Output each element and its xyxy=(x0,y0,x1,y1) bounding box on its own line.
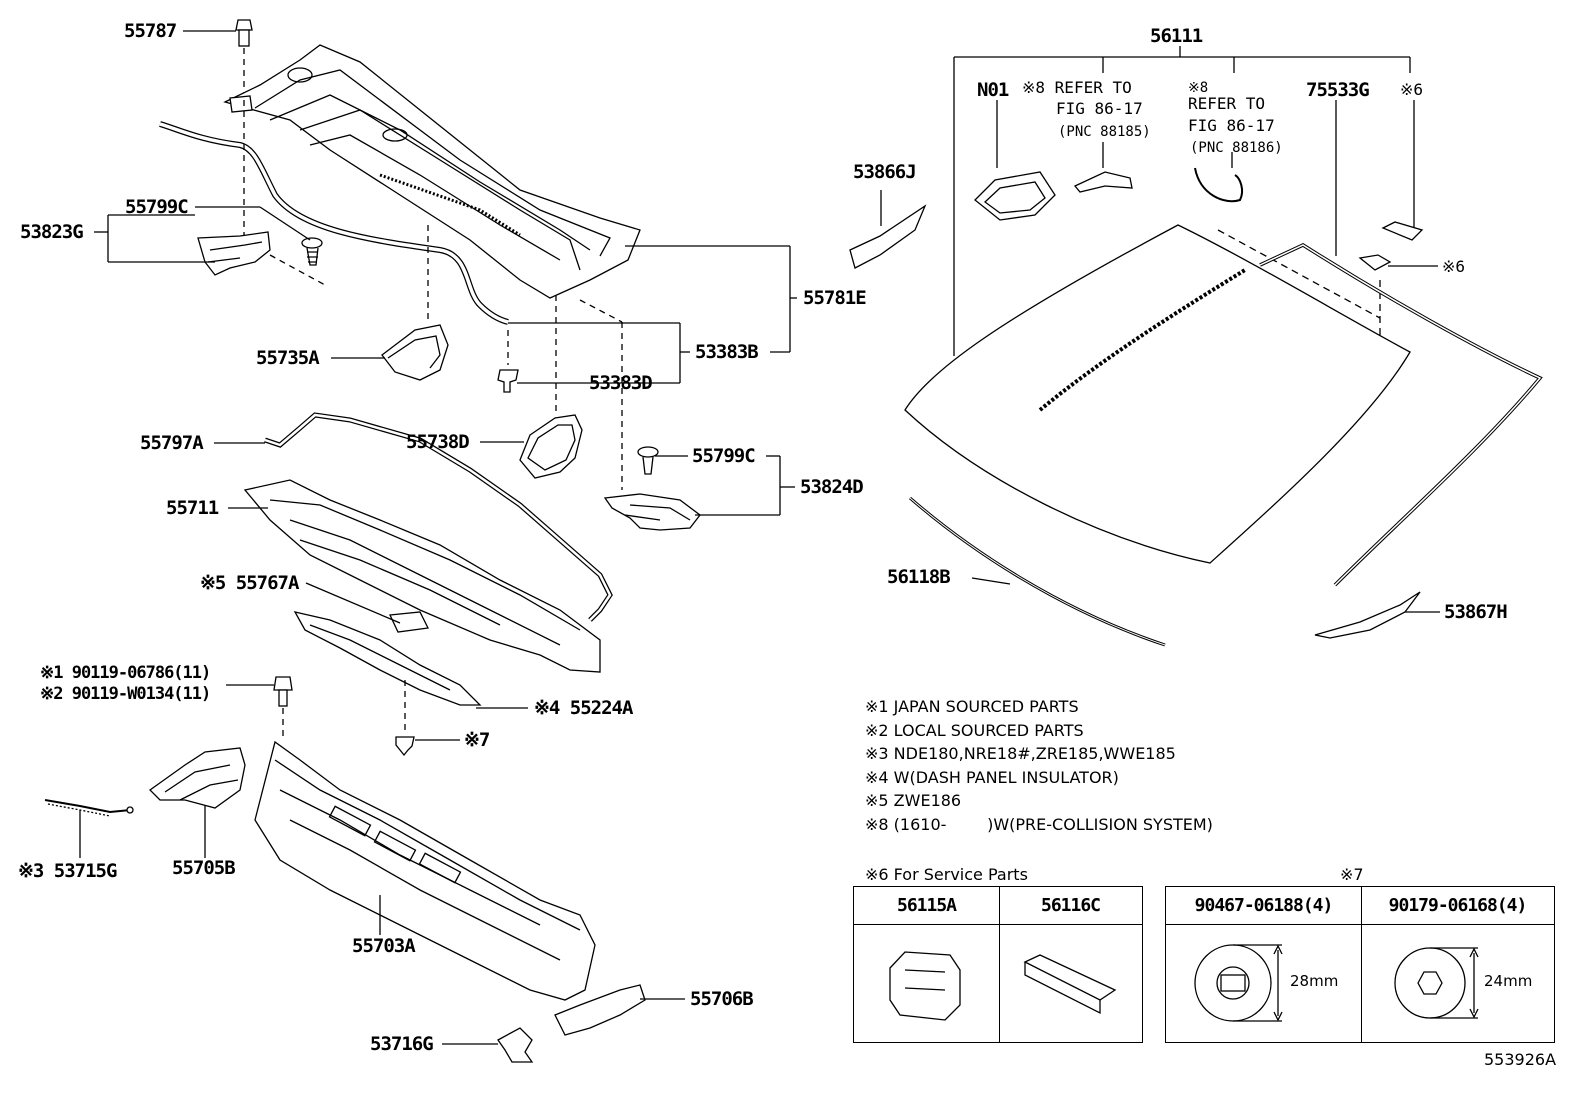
clip-90179-drawing xyxy=(1394,947,1479,1019)
strap-53715g-drawing xyxy=(44,799,134,817)
label-55705b: 55705B xyxy=(172,857,236,879)
part-53716g-drawing xyxy=(497,1027,534,1063)
label-53383d: 53383D xyxy=(589,372,653,394)
windshield-bracket-56111-lines xyxy=(880,46,1440,613)
label-star6-top: ※6 xyxy=(1400,80,1424,99)
label-56111: 56111 xyxy=(1150,25,1203,47)
bracket-55705b-drawing xyxy=(148,747,246,809)
label-ref-88186-line2: REFER TO xyxy=(1188,94,1266,113)
note-5: ※5 ZWE186 xyxy=(865,791,962,810)
service-col-56115a: 56115A xyxy=(854,887,999,925)
star7-table-divider xyxy=(1361,887,1362,1042)
note-3: ※3 NDE180,NRE18#,ZRE185,WWE185 xyxy=(865,744,1176,763)
label-55738d: 55738D xyxy=(406,431,470,453)
insulator-55224a-drawing xyxy=(293,611,482,735)
label-ref-88186-line1: ※8 xyxy=(1188,80,1209,96)
panel-55711-drawing xyxy=(243,479,601,673)
star7-table-title: ※7 xyxy=(1340,865,1364,884)
label-55767a: ※5 55767A xyxy=(200,572,299,594)
label-53383b: 53383B xyxy=(695,341,759,363)
label-ref-88185-line3: (PNC 88185) xyxy=(1058,124,1151,140)
dim-28mm: 28mm xyxy=(1290,972,1339,990)
bracket-53824d-drawing xyxy=(603,446,701,531)
label-star7-clip: ※7 xyxy=(464,729,490,751)
seal-55735a-drawing xyxy=(381,324,449,381)
seal-55738d-drawing xyxy=(519,414,583,479)
clip-star6-b-drawing xyxy=(1358,254,1392,271)
service-part-56115a-drawing xyxy=(889,951,961,1021)
label-ref-88185-line1: ※8 REFER TO xyxy=(1022,78,1132,97)
moulding-53866j-drawing xyxy=(849,204,927,269)
service-col-56116c: 56116C xyxy=(999,887,1142,925)
label-56118b: 56118B xyxy=(887,566,951,588)
note-4: ※4 W(DASH PANEL INSULATOR) xyxy=(865,768,1119,787)
left-leader-lines xyxy=(79,30,797,1045)
label-75533g: 75533G xyxy=(1306,79,1370,101)
note-1: ※1 JAPAN SOURCED PARTS xyxy=(865,697,1079,716)
label-55797a: 55797A xyxy=(140,432,204,454)
label-55799c-bottom: 55799C xyxy=(692,445,756,467)
clip-star7-drawing xyxy=(395,736,415,757)
bracket-n01-drawing xyxy=(974,171,1056,221)
clip-53383d-drawing xyxy=(497,369,519,393)
label-n01: N01 xyxy=(977,79,1009,101)
dash-panel-55703a-drawing xyxy=(254,740,596,1001)
label-55711: 55711 xyxy=(166,497,219,519)
label-90119-local: ※2 90119-W0134(11) xyxy=(40,684,211,704)
label-55703a: 55703A xyxy=(352,935,416,957)
label-55706b: 55706B xyxy=(690,988,754,1010)
label-55787: 55787 xyxy=(124,20,177,42)
cowl-panel-drawing xyxy=(223,44,641,299)
part-88185-drawing xyxy=(1073,171,1133,193)
dim-24mm: 24mm xyxy=(1484,972,1533,990)
label-53824d: 53824D xyxy=(800,476,864,498)
service-table-divider xyxy=(999,887,1000,1042)
label-55781e: 55781E xyxy=(803,287,867,309)
note-8: ※8 (1610- )W(PRE-COLLISION SYSTEM) xyxy=(865,815,1213,834)
label-90119-japan: ※1 90119-06786(11) xyxy=(40,663,211,683)
label-55224a: ※4 55224A xyxy=(534,697,633,719)
clip-55799c-top-drawing xyxy=(301,237,323,266)
service-part-56116c-drawing xyxy=(1023,954,1117,1015)
label-53823g: 53823G xyxy=(20,221,84,243)
label-55799c-top: 55799C xyxy=(125,196,189,218)
star7-table: 90467-06188(4) 90179-06168(4) xyxy=(1165,886,1555,1043)
clip-55787-drawing xyxy=(235,19,253,100)
label-ref-88185-line2: FIG 86-17 xyxy=(1056,99,1143,118)
label-ref-88186-line4: (PNC 88186) xyxy=(1190,140,1283,156)
service-parts-table: 56115A 56116C xyxy=(853,886,1143,1043)
label-53866j: 53866J xyxy=(853,161,917,183)
star7-col-90467: 90467-06188(4) xyxy=(1166,887,1361,925)
bracket-53823g-drawing xyxy=(197,100,326,286)
service-table-title: ※6 For Service Parts xyxy=(865,865,1028,884)
note-2: ※2 LOCAL SOURCED PARTS xyxy=(865,721,1084,740)
label-star6-side: ※6 xyxy=(1442,257,1466,276)
label-55735a: 55735A xyxy=(256,347,320,369)
star7-col-90179: 90179-06168(4) xyxy=(1361,887,1554,925)
bracket-55706b-drawing xyxy=(554,984,646,1036)
bolt-90119-drawing xyxy=(273,676,293,740)
wire-88186-drawing xyxy=(1194,167,1244,203)
label-53716g: 53716G xyxy=(370,1033,434,1055)
moulding-53867h-drawing xyxy=(1314,591,1421,639)
figure-id: 553926A xyxy=(1484,1050,1557,1069)
pad-55767a-drawing xyxy=(389,611,429,633)
label-53867h: 53867H xyxy=(1444,601,1508,623)
clip-star6-a-drawing xyxy=(1381,221,1424,241)
windshield-glass-drawing xyxy=(904,224,1543,647)
label-ref-88186-line3: FIG 86-17 xyxy=(1188,116,1275,135)
clip-90467-drawing xyxy=(1194,944,1283,1022)
label-53715g: ※3 53715G xyxy=(18,860,117,882)
